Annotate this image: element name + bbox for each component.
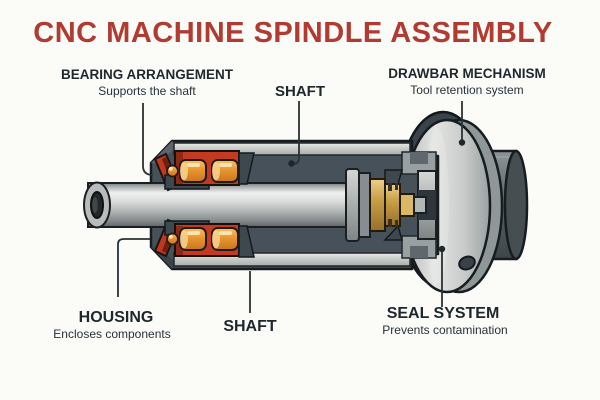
- shaft-bore-shading: [92, 197, 98, 213]
- leader-dots: [288, 139, 466, 253]
- annotations: BEARING ARRANGEMENT Supports the shaft S…: [53, 66, 545, 341]
- leader-bearing: [142, 103, 154, 176]
- leader-dot-seal: [438, 245, 446, 253]
- brass-collet-disc: [369, 178, 386, 232]
- label-shaft-top: SHAFT: [275, 83, 325, 100]
- label-drawbar-mechanism: DRAWBAR MECHANISM Tool retention system: [388, 66, 546, 97]
- bearing-top: [153, 150, 255, 192]
- bolt-hole: [458, 255, 476, 271]
- bearing-bottom: [153, 218, 255, 258]
- label-drawbar-heading: DRAWBAR MECHANISM: [388, 66, 546, 81]
- label-bearing-heading: BEARING ARRANGEMENT: [61, 67, 234, 82]
- label-housing-heading: HOUSING: [79, 309, 154, 326]
- drawbar-mechanism-part: [345, 168, 437, 242]
- seal-system-part: [401, 151, 437, 259]
- leader-housing: [117, 238, 150, 297]
- label-bearing-subtitle: Supports the shaft: [98, 84, 196, 98]
- shaft-part: [83, 181, 363, 229]
- leader-dot-shaft-top: [288, 160, 295, 167]
- bearing-ball: [166, 232, 179, 246]
- label-seal-heading: SEAL SYSTEM: [387, 305, 500, 322]
- drawbar-rod-tip: [413, 196, 427, 214]
- bearing-ball: [166, 164, 179, 178]
- spindle-assembly-illustration: [83, 110, 529, 294]
- brass-collet-finger: [399, 193, 415, 217]
- label-seal-subtitle: Prevents contamination: [382, 323, 507, 337]
- label-housing-subtitle: Encloses components: [53, 327, 170, 341]
- diagram-title: CNC MACHINE SPINDLE ASSEMBLY: [33, 17, 552, 49]
- label-shaft-bottom: SHAFT: [223, 318, 277, 335]
- shaft-body: [87, 182, 363, 228]
- brass-collet-gear: [384, 183, 401, 227]
- label-seal-system: SEAL SYSTEM Prevents contamination: [382, 305, 507, 337]
- label-housing: HOUSING Encloses components: [53, 309, 170, 341]
- label-shaft-bottom-heading: SHAFT: [223, 318, 277, 335]
- leader-dot-drawbar: [458, 139, 466, 146]
- label-shaft-top-heading: SHAFT: [275, 83, 325, 100]
- label-drawbar-subtitle: Tool retention system: [410, 83, 523, 97]
- label-bearing-arrangement: BEARING ARRANGEMENT Supports the shaft: [61, 67, 234, 98]
